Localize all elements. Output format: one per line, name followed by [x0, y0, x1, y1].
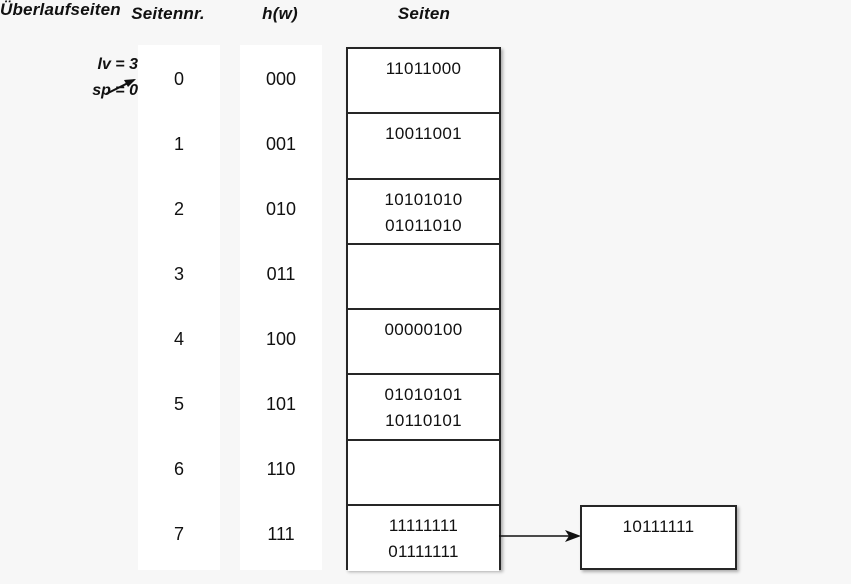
seitennr-cell: 5: [173, 394, 184, 414]
column-header-seitennr: Seitennr.: [131, 4, 205, 23]
hw-cell: 000: [265, 69, 297, 89]
arrow-up-right-icon: [105, 79, 136, 95]
arrow-right-icon: [499, 530, 581, 542]
page-entry: 01010101: [384, 385, 463, 405]
hw-column-strip: [240, 45, 322, 570]
seitennr-column: 0 1 2 3 4 5 6 7: [138, 47, 220, 567]
page-row-empty: [348, 440, 499, 507]
column-header-seiten: Seiten: [397, 4, 451, 23]
page-row: 11111111 01111111: [348, 506, 499, 572]
seitennr-cell: 4: [173, 329, 184, 349]
seitennr-cell: 6: [173, 459, 184, 479]
hw-cell: 001: [265, 134, 297, 154]
seitennr-cell: 1: [173, 134, 184, 154]
page-entry: 10110101: [385, 411, 462, 431]
hw-cell: 010: [265, 199, 297, 219]
page-entry: 10101010: [384, 189, 463, 209]
overflow-page-box: 10111111: [580, 505, 737, 570]
page-row: 00000100: [348, 310, 499, 376]
page-entry: 00000100: [384, 320, 463, 340]
seitennr-cell: 7: [173, 524, 184, 544]
page-row: 10101010 01011010: [348, 179, 499, 245]
page-row: 01010101 10110101: [348, 375, 499, 441]
pages-table: 11011000 10011001 10101010 01011010 0000…: [346, 47, 501, 572]
hw-column: 000 001 010 011 100 101 110 111: [240, 47, 322, 567]
page-entry: 01111111: [388, 542, 459, 562]
column-header-ueberlaufseiten: Überlaufseiten: [0, 0, 121, 19]
overflow-page-entry: 10111111: [622, 517, 695, 536]
hw-cell: 011: [266, 264, 296, 284]
parameter-lv: lv = 3: [97, 56, 138, 73]
hw-cell: 111: [267, 524, 295, 544]
page-entry: 11111111: [388, 516, 459, 536]
page-row-empty: [348, 244, 499, 311]
hw-cell: 101: [265, 394, 297, 414]
page-entry: 10011001: [385, 124, 462, 144]
column-header-hw: h(w): [262, 4, 298, 23]
page-entry: 01011010: [385, 215, 462, 235]
seitennr-cell: 3: [173, 264, 184, 284]
page-entry: 11011000: [385, 59, 462, 78]
hw-cell: 110: [266, 459, 296, 479]
page-row: 11011000: [348, 49, 499, 115]
hw-cell: 100: [265, 329, 297, 349]
seitennr-column-strip: [138, 45, 220, 570]
seitennr-cell: 2: [173, 199, 184, 219]
seitennr-cell: 0: [173, 69, 184, 89]
page-row: 10011001: [348, 114, 499, 180]
